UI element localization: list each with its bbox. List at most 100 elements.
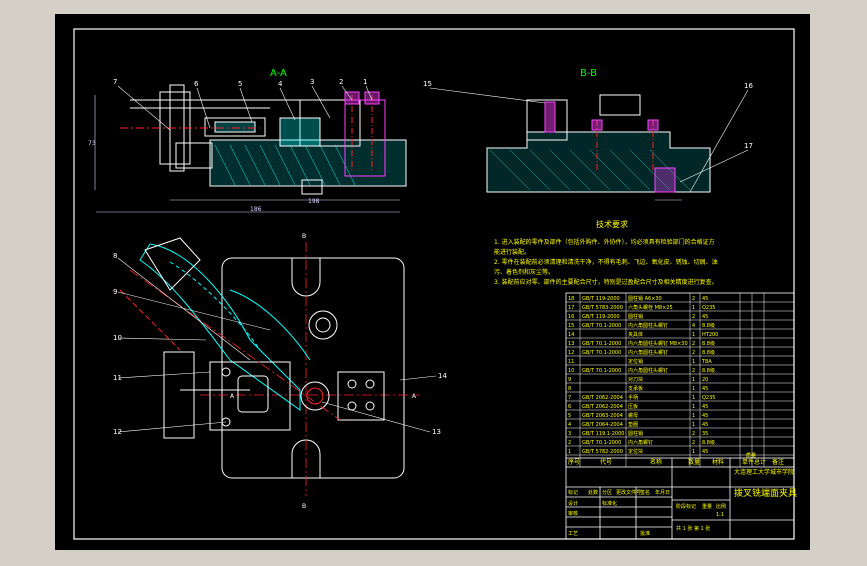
sheet-border bbox=[73, 28, 795, 540]
section-bb-callouts: 15 16 17 bbox=[423, 80, 753, 193]
bom-cell-material: 8.8级 bbox=[702, 340, 715, 347]
bom-header-code: 代号 bbox=[600, 458, 612, 466]
bom-cell-material: 45 bbox=[702, 386, 708, 392]
tb-sheet: 共 1 张 第 1 张 bbox=[676, 525, 710, 532]
bom-cell-code: GB/T 70.1-2000 bbox=[582, 350, 621, 356]
bom-cell-seq: 3 bbox=[568, 431, 571, 437]
callout-7: 7 bbox=[113, 78, 117, 86]
callout-14: 14 bbox=[438, 372, 447, 380]
bom-cell-qty: 1 bbox=[692, 395, 695, 401]
tb-role-approve: 批准 bbox=[640, 530, 650, 537]
bom-cell-material: 8.8级 bbox=[702, 367, 715, 374]
bom-cell-material: 45 bbox=[702, 413, 708, 419]
callout-2: 2 bbox=[339, 78, 343, 86]
bom-header-total_mass: 总计 bbox=[754, 458, 766, 466]
tb-role-process: 工艺 bbox=[568, 531, 578, 537]
bom-cell-seq: 6 bbox=[568, 404, 571, 410]
bom-cell-code: GB/T 5783-2000 bbox=[582, 305, 623, 311]
bom-cell-seq: 13 bbox=[568, 341, 574, 347]
section-aa-view: A-A bbox=[120, 68, 407, 195]
bom-cell-qty: 2 bbox=[692, 431, 695, 437]
bom-cell-material: 35 bbox=[702, 431, 708, 437]
tech-note-5: 3. 装配前应对零、部件的主要配合尺寸，特别是过盈配合尺寸及相关精度进行复查。 bbox=[494, 278, 718, 286]
bom-cell-qty: 1 bbox=[692, 413, 695, 419]
bom-cell-seq: 11 bbox=[568, 359, 574, 365]
bom-header-mass: 质量 bbox=[746, 452, 756, 459]
title-block: 大连理工大学城市学院 拨叉铣端面夹具 标记 处数 分区 更改文件号 签名 年月日… bbox=[565, 457, 797, 540]
bom-header-unit_mass: 单件 bbox=[742, 458, 754, 466]
bom-cell-name: 内六角圆柱头螺钉 bbox=[628, 349, 668, 356]
bom-cell-seq: 1 bbox=[568, 449, 571, 455]
bom-cell-material: T8A bbox=[701, 359, 712, 365]
view-b-top: B bbox=[302, 233, 306, 240]
bom-cell-seq: 18 bbox=[568, 296, 574, 302]
bom-cell-qty: 1 bbox=[692, 332, 695, 338]
bom-cell-seq: 12 bbox=[568, 350, 574, 356]
bom-cell-qty: 2 bbox=[692, 350, 695, 356]
callout-9: 9 bbox=[113, 288, 117, 296]
bom-cell-code: GB/T 70.1-2000 bbox=[582, 323, 621, 329]
callout-13: 13 bbox=[432, 428, 441, 436]
tb-scale-label: 比例 bbox=[716, 503, 726, 510]
tb-role-design: 设计 bbox=[568, 500, 578, 507]
view-b-bottom: B bbox=[302, 503, 306, 510]
callout-6: 6 bbox=[194, 80, 199, 88]
bom-cell-material: 45 bbox=[702, 404, 708, 410]
tb-label-3: 更改文件号 bbox=[616, 489, 641, 496]
tech-note-4: 污、着色剂和灰尘等。 bbox=[494, 268, 554, 276]
callout-8: 8 bbox=[113, 252, 117, 260]
bom-frame bbox=[565, 292, 795, 468]
dim-len2: 186 bbox=[250, 206, 262, 213]
tb-weight-label: 重量 bbox=[702, 503, 712, 510]
bom-header-seq: 序号 bbox=[568, 458, 580, 466]
bom-cell-code: GB/T 2063-2004 bbox=[582, 413, 623, 419]
bom-cell-seq: 15 bbox=[568, 323, 574, 329]
tech-note-1: 1. 进入装配的零件及部件（包括外购件、外协件），均必须具有检验部门的合格证方 bbox=[494, 238, 715, 246]
bom-cell-qty: 2 bbox=[692, 296, 695, 302]
bom-cell-name: 压板 bbox=[628, 403, 638, 410]
tech-note-3: 2. 零件在装配前必须清理和清洗干净，不得有毛刺、飞边、氧化皮、锈蚀、切屑、油 bbox=[494, 258, 718, 266]
callout-4: 4 bbox=[278, 80, 283, 88]
bom-cell-qty: 1 bbox=[692, 377, 695, 383]
bom-cell-code: GB/T 70.1-2000 bbox=[582, 440, 621, 446]
bom-cell-name: 圆柱销 bbox=[628, 430, 643, 437]
tb-stage-label: 阶段标记 bbox=[676, 503, 696, 510]
bom-cell-code: GB/T 119.1-2000 bbox=[582, 431, 624, 437]
section-bb-label: B-B bbox=[580, 68, 597, 79]
tb-label-0: 标记 bbox=[568, 489, 578, 496]
callout-5: 5 bbox=[238, 80, 242, 88]
section-aa-dimensions: 73 198 186 bbox=[88, 95, 400, 213]
bom-cell-qty: 4 bbox=[692, 323, 695, 329]
bom-header-qty: 数量 bbox=[688, 458, 700, 466]
bom-cell-code: GB/T 70.1-2000 bbox=[582, 341, 621, 347]
bom-cell-name: 内六角圆柱头螺钉 bbox=[628, 322, 668, 329]
tb-label-5: 年月日 bbox=[655, 489, 670, 496]
bom-cell-qty: 2 bbox=[692, 314, 695, 320]
bom-cell-material: HT200 bbox=[702, 332, 718, 338]
tb-scale: 1:1 bbox=[716, 512, 724, 518]
bom-cell-name: 夹具体 bbox=[628, 331, 643, 338]
bom-cell-name: 六角头螺栓 M8×25 bbox=[628, 304, 673, 311]
bom-cell-material: 8.8级 bbox=[702, 349, 715, 356]
bom-cell-material: 45 bbox=[702, 296, 708, 302]
bom-cell-name: 内六角圆柱头螺钉 M8×30 bbox=[628, 340, 688, 347]
view-a-left: A bbox=[230, 393, 235, 400]
bom-cell-seq: 4 bbox=[568, 422, 571, 428]
bom-cell-name: 圆柱销 bbox=[628, 313, 643, 320]
bom-cell-seq: 2 bbox=[568, 440, 571, 446]
bom-header-remark: 备注 bbox=[772, 458, 784, 466]
bom-cell-seq: 14 bbox=[568, 332, 574, 338]
bom-cell-seq: 17 bbox=[568, 305, 574, 311]
bom-cell-seq: 8 bbox=[568, 386, 571, 392]
bom-cell-material: 8.8级 bbox=[702, 322, 715, 329]
bom-cell-qty: 2 bbox=[692, 440, 695, 446]
dim-len1: 198 bbox=[308, 198, 320, 205]
bom-cell-qty: 1 bbox=[692, 422, 695, 428]
plan-callouts: 8 9 10 11 12 13 14 bbox=[113, 252, 447, 436]
bom-cell-name: 对刀块 bbox=[628, 376, 643, 383]
bom-cell-name: 定位块 bbox=[628, 448, 643, 455]
bom-cell-qty: 2 bbox=[692, 341, 695, 347]
bom-cell-name: 内六角螺钉 bbox=[628, 439, 653, 446]
